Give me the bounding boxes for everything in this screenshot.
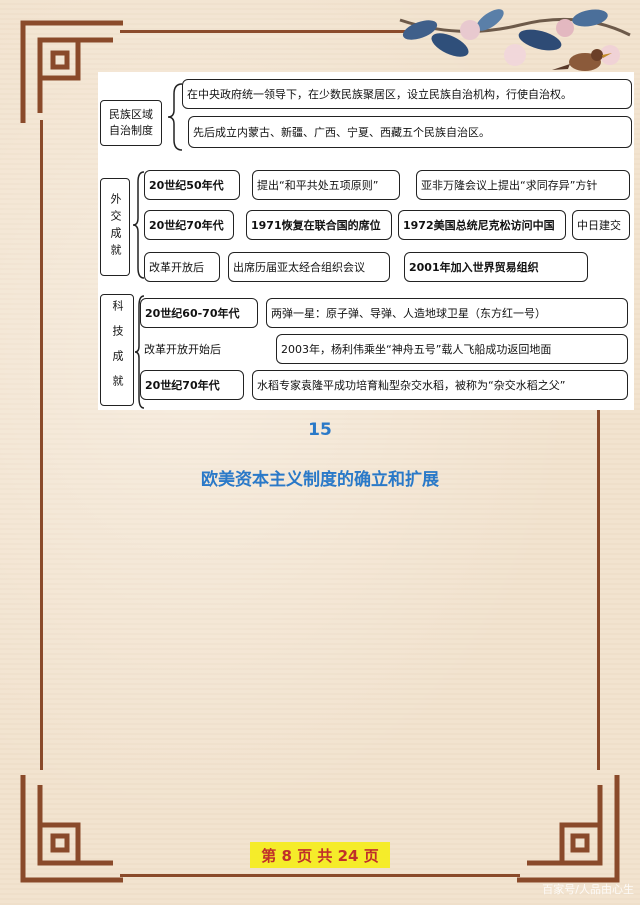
corner-ornament-bottom-right	[517, 775, 620, 883]
frame-right-line	[597, 120, 600, 770]
diplomacy-r2-c4: 中日建交	[572, 210, 630, 240]
diplomacy-r2-c3-text: 1972美国总统尼克松访问中国	[403, 219, 555, 232]
diplomacy-r2-c2-text: 1971恢复在联合国的席位	[251, 219, 381, 232]
science-r2-c2: 2003年，杨利伟乘坐“神舟五号”载人飞船成功返回地面	[276, 334, 628, 364]
frame-left-line	[40, 120, 43, 770]
diplomacy-r1-c3-text: 亚非万隆会议上提出“求同存异”方针	[421, 179, 598, 192]
science-r2-c1: 改革开放开始后	[140, 334, 264, 364]
diplomacy-r1-c1: 20世纪50年代	[144, 170, 240, 200]
section-title: 欧美资本主义制度的确立和扩展	[201, 470, 439, 490]
diplomacy-r1-c2: 提出“和平共处五项原则”	[252, 170, 400, 200]
frame-top-line	[120, 30, 410, 33]
corner-ornament-bottom-left	[20, 775, 123, 883]
diplomacy-r1-c2-text: 提出“和平共处五项原则”	[257, 179, 379, 192]
corner-ornament-top-left	[20, 20, 123, 123]
diplomacy-r2-c3: 1972美国总统尼克松访问中国	[398, 210, 566, 240]
page-indicator: 第 8 页 共 24 页	[250, 842, 390, 868]
diplomacy-r3-c1: 改革开放后	[144, 252, 220, 282]
science-r3-c1: 20世纪70年代	[140, 370, 244, 400]
flower-bird-decoration	[399, 9, 631, 71]
science-r1-c1-text: 20世纪60-70年代	[145, 307, 240, 320]
frame-bottom-line	[120, 874, 520, 877]
science-r1-c2-text: 两弹一星：原子弹、导弹、人造地球卫星（东方红一号）	[271, 307, 546, 320]
science-r1-c1: 20世纪60-70年代	[140, 298, 258, 328]
watermark: 百家号/人品由心生	[542, 883, 634, 896]
autonomy-item-1: 在中央政府统一领导下，在少数民族聚居区，设立民族自治机构，行使自治权。	[182, 79, 632, 109]
diplomacy-brace	[132, 171, 145, 279]
science-r1-c2: 两弹一星：原子弹、导弹、人造地球卫星（东方红一号）	[266, 298, 628, 328]
section-number: 15	[308, 420, 332, 440]
diplomacy-r3-c1-text: 改革开放后	[149, 261, 204, 274]
diplomacy-r1-c3: 亚非万隆会议上提出“求同存异”方针	[416, 170, 630, 200]
autonomy-brace	[167, 83, 183, 151]
diplomacy-r2-c2: 1971恢复在联合国的席位	[246, 210, 392, 240]
autonomy-label: 民族区域自治制度	[100, 100, 162, 146]
diplomacy-r3-c2-text: 出席历届亚太经合组织会议	[233, 261, 365, 274]
diplomacy-r2-c4-text: 中日建交	[577, 219, 621, 232]
science-brace	[134, 295, 145, 409]
science-label: 科技成就	[100, 294, 134, 406]
science-r3-c2: 水稻专家袁隆平成功培育籼型杂交水稻，被称为“杂交水稻之父”	[252, 370, 628, 400]
diplomacy-r3-c3-text: 2001年加入世界贸易组织	[409, 261, 539, 274]
science-label-text: 科技成就	[111, 300, 124, 400]
science-r3-c1-text: 20世纪70年代	[145, 379, 220, 392]
mindmap-panel: 民族区域自治制度 在中央政府统一领导下，在少数民族聚居区，设立民族自治机构，行使…	[98, 72, 634, 410]
science-r2-c1-text: 改革开放开始后	[144, 343, 221, 356]
autonomy-item-2: 先后成立内蒙古、新疆、广西、宁夏、西藏五个民族自治区。	[188, 116, 632, 148]
diplomacy-r2-c1: 20世纪70年代	[144, 210, 234, 240]
diplomacy-r3-c2: 出席历届亚太经合组织会议	[228, 252, 390, 282]
diplomacy-r3-c3: 2001年加入世界贸易组织	[404, 252, 588, 282]
diplomacy-r1-c1-text: 20世纪50年代	[149, 179, 224, 192]
science-r3-c2-text: 水稻专家袁隆平成功培育籼型杂交水稻，被称为“杂交水稻之父”	[257, 379, 566, 392]
diplomacy-label: 外交成就	[100, 178, 130, 276]
diplomacy-r2-c1-text: 20世纪70年代	[149, 219, 224, 232]
diplomacy-label-text: 外交成就	[109, 193, 122, 261]
science-r2-c2-text: 2003年，杨利伟乘坐“神舟五号”载人飞船成功返回地面	[281, 343, 552, 356]
autonomy-label-text: 民族区域自治制度	[109, 108, 153, 137]
autonomy-item-1-text: 在中央政府统一领导下，在少数民族聚居区，设立民族自治机构，行使自治权。	[187, 88, 572, 101]
autonomy-item-2-text: 先后成立内蒙古、新疆、广西、宁夏、西藏五个民族自治区。	[193, 126, 490, 139]
